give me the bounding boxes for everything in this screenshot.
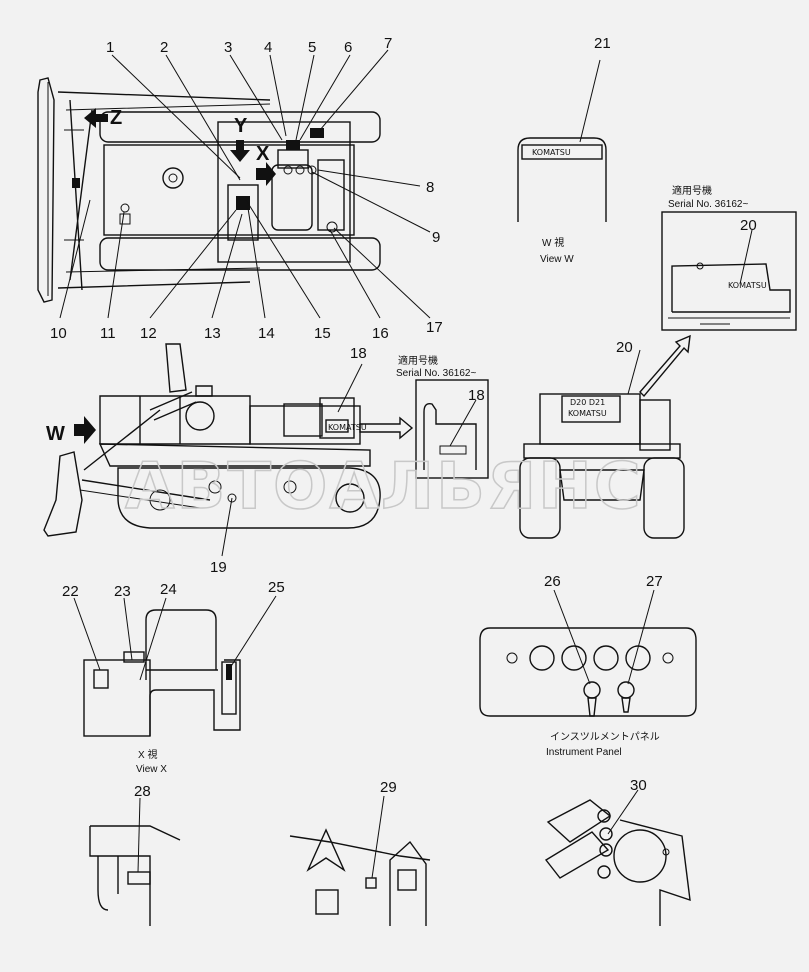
callout-25: 25: [268, 579, 285, 596]
callout-10: 10: [50, 325, 67, 342]
callout-6: 6: [344, 39, 352, 56]
callout-9: 9: [432, 229, 440, 246]
callout-19: 19: [210, 559, 227, 576]
rear-plate-top: D20 D21: [570, 398, 605, 407]
callout-29: 29: [380, 779, 397, 796]
serial-2: Serial No. 36162~: [396, 368, 476, 379]
rear-plate-bottom: KOMATSU: [568, 409, 607, 418]
arrow-w: [74, 416, 96, 444]
callout-24: 24: [160, 581, 177, 598]
callout-13: 13: [204, 325, 221, 342]
arrow-label-x: X: [256, 143, 270, 165]
serial-1: Serial No. 36162~: [668, 199, 748, 210]
view-x-label: View X: [136, 764, 167, 775]
serial-jp-1: 適用号機: [672, 184, 712, 197]
watermark: АВТОАЛЬЯНС: [125, 450, 643, 524]
leader-18: [337, 363, 363, 413]
callout-26: 26: [544, 573, 561, 590]
view-w-label: View W: [540, 254, 574, 265]
callout-18: 18: [350, 345, 367, 362]
callout-2: 2: [160, 39, 168, 56]
arrow-y: [230, 140, 250, 162]
callout-22: 22: [62, 583, 79, 600]
arrow-x-right: [256, 162, 276, 186]
callout-20-box: 20: [740, 217, 757, 234]
top-view-drawing: [37, 77, 381, 303]
view-w-drawing: [517, 59, 607, 222]
callout-17: 17: [426, 319, 443, 336]
instrument-panel-drawing: [479, 589, 697, 717]
callout-15: 15: [314, 325, 331, 342]
detail-28-drawing: [89, 797, 181, 926]
rear-view-drawing: [519, 334, 691, 539]
callout-28: 28: [134, 783, 151, 800]
w-plate-text: KOMATSU: [532, 148, 571, 157]
callout-16: 16: [372, 325, 389, 342]
arrow-label-z: Z: [110, 107, 122, 129]
callout-12: 12: [140, 325, 157, 342]
serial-box-18: [415, 379, 489, 479]
callout-20: 20: [616, 339, 633, 356]
detail-29-drawing: [289, 795, 431, 926]
callout-21: 21: [594, 35, 611, 52]
callout-23: 23: [114, 583, 131, 600]
callout-27: 27: [646, 573, 663, 590]
callout-18-box: 18: [468, 387, 485, 404]
box-plate-text: KOMATSU: [728, 281, 767, 290]
detail-30-drawing: [544, 789, 691, 926]
callout-7: 7: [384, 35, 392, 52]
serial-jp-2: 適用号機: [398, 354, 438, 367]
view-w-jp: W 視: [542, 236, 564, 249]
leader-lines-top: [59, 49, 431, 319]
arrow-label-w: W: [46, 423, 65, 445]
callout-30: 30: [630, 777, 647, 794]
callout-4: 4: [264, 39, 272, 56]
view-x-drawing: [73, 595, 277, 737]
callout-14: 14: [258, 325, 275, 342]
arrow-z: [84, 108, 108, 128]
arrow-to-serial-box-18: [359, 416, 414, 440]
callout-8: 8: [426, 179, 434, 196]
serial-box-20: [661, 211, 797, 331]
arrow-label-y: Y: [234, 115, 248, 137]
callout-3: 3: [224, 39, 232, 56]
side-view-drawing: [43, 343, 381, 537]
side-plate-text: KOMATSU: [328, 423, 367, 432]
callout-5: 5: [308, 39, 316, 56]
view-x-jp: X 視: [138, 748, 157, 761]
instrument-panel-jp: インスツルメントパネル: [550, 731, 660, 743]
callout-11: 11: [100, 325, 116, 342]
instrument-panel-label: Instrument Panel: [546, 747, 622, 758]
callout-1: 1: [106, 39, 114, 56]
leader-19: [221, 497, 233, 557]
